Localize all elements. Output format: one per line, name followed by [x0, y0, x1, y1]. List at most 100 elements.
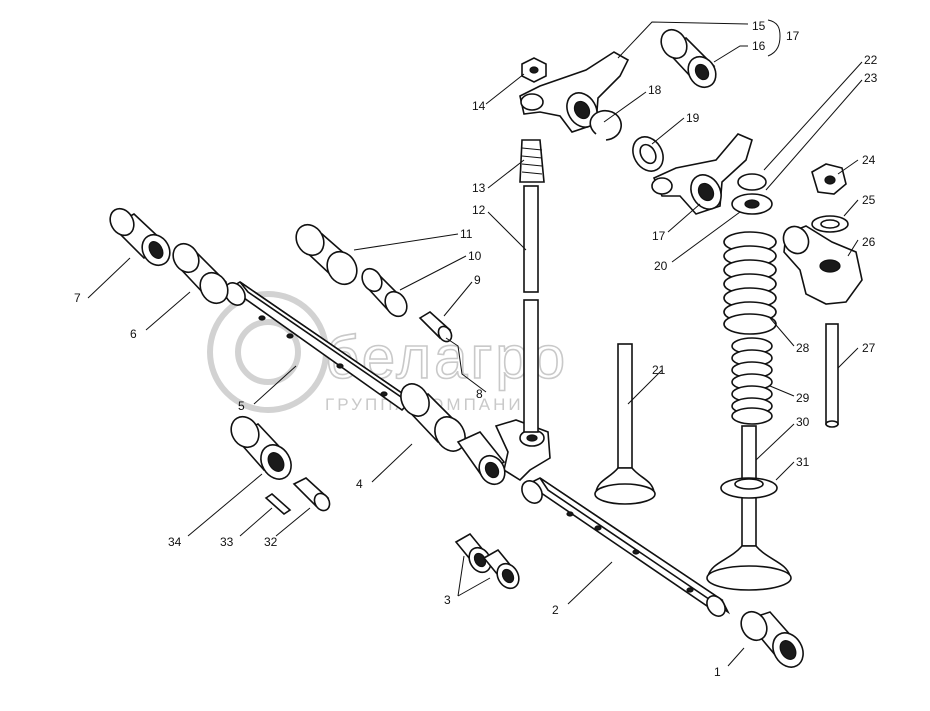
leader-14 [485, 73, 525, 105]
leader-2 [567, 561, 613, 605]
part-19-washer [632, 136, 664, 172]
callout-32: 32 [264, 535, 278, 549]
callout-21: 21 [652, 363, 666, 377]
callout-22: 22 [864, 53, 878, 67]
part-26-bracket [782, 225, 863, 305]
callout-26: 26 [862, 235, 876, 249]
part-24-nut [811, 163, 847, 195]
callout-31: 31 [796, 455, 810, 469]
callout-4: 4 [356, 477, 363, 491]
callout-17-lower: 17 [652, 229, 666, 243]
parts [109, 28, 863, 668]
leader-3a [457, 555, 465, 597]
callout-3: 3 [444, 593, 451, 607]
leader-lines [87, 19, 863, 667]
part-11-spacer [295, 223, 358, 286]
leader-24 [837, 159, 859, 175]
leader-25 [843, 199, 859, 217]
leader-26 [847, 239, 859, 257]
watermark-logo-inner-ring [235, 319, 301, 385]
leader-19 [651, 117, 685, 145]
leader-20 [671, 211, 741, 263]
part-25-washer [811, 215, 849, 233]
callout-29: 29 [796, 391, 810, 405]
leader-21 [627, 369, 663, 405]
part-1-bushing [740, 610, 804, 668]
leader-22 [763, 61, 863, 171]
leader-18 [603, 91, 647, 123]
leader-23 [765, 79, 863, 191]
callout-19: 19 [686, 111, 700, 125]
callout-30: 30 [796, 415, 810, 429]
callout-numbers: 1 2 3 4 5 6 7 8 9 10 11 12 13 14 15 16 1… [74, 19, 878, 679]
callout-14: 14 [472, 99, 486, 113]
part-10-sleeve [361, 267, 408, 318]
callout-15: 15 [752, 19, 766, 33]
part-16-bushing [660, 28, 717, 89]
part-28-outer-spring [723, 231, 777, 335]
callout-16: 16 [752, 39, 766, 53]
leader-9 [443, 281, 473, 317]
part-7-bushing [109, 207, 171, 267]
callout-5: 5 [238, 399, 245, 413]
part-15-rocker-arm [519, 51, 630, 133]
callout-7: 7 [74, 291, 81, 305]
part-32-pin [292, 477, 331, 512]
leader-29 [769, 385, 795, 397]
leader-3b [457, 577, 491, 597]
part-29-inner-spring [731, 337, 773, 425]
part-9-pin [418, 311, 453, 343]
leader-28 [769, 317, 795, 347]
callout-27: 27 [862, 341, 876, 355]
leader-31 [775, 461, 795, 481]
leader-5 [253, 365, 297, 405]
part-22-23-valve-caps [731, 173, 773, 215]
part-5-rocker-shaft [224, 281, 421, 412]
callout-18: 18 [648, 83, 662, 97]
part-33-pin [264, 492, 292, 516]
callout-24: 24 [862, 153, 876, 167]
callout-10: 10 [468, 249, 482, 263]
part-27-stud [825, 323, 839, 428]
leader-1 [727, 647, 745, 667]
part-14-nut [521, 57, 547, 83]
part-17-rocker-arm [651, 133, 753, 215]
leader-33 [239, 507, 273, 537]
leader-10 [399, 255, 467, 291]
part-18-snap-ring [589, 109, 622, 141]
leader-30 [755, 423, 795, 461]
part-2-rocker-shaft [521, 477, 731, 617]
leader-34 [187, 473, 263, 537]
callout-20: 20 [654, 259, 668, 273]
callout-2: 2 [552, 603, 559, 617]
part-21-valve [594, 343, 656, 505]
part-12-push-rod [519, 139, 545, 433]
callout-6: 6 [130, 327, 137, 341]
callout-8: 8 [476, 387, 483, 401]
callout-34: 34 [168, 535, 182, 549]
callout-13: 13 [472, 181, 486, 195]
callout-33: 33 [220, 535, 234, 549]
leader-6 [145, 291, 191, 331]
callout-17-top: 17 [786, 29, 800, 43]
part-6-sleeve [172, 242, 229, 305]
part-3-bushings [454, 532, 520, 590]
leader-4 [371, 443, 413, 483]
leader-16 [713, 45, 748, 63]
leader-8 [445, 337, 487, 393]
callout-28: 28 [796, 341, 810, 355]
part-30-31-valve [706, 425, 792, 591]
part-34-bushing [230, 415, 292, 480]
callout-12: 12 [472, 203, 486, 217]
leader-27 [837, 347, 859, 369]
leader-32 [275, 507, 311, 537]
brace-15-16 [767, 19, 781, 57]
leader-12 [487, 211, 527, 251]
callout-9: 9 [474, 273, 481, 287]
callout-1: 1 [714, 665, 721, 679]
callout-23: 23 [864, 71, 878, 85]
leader-17b [667, 203, 701, 233]
leader-13 [487, 159, 525, 189]
